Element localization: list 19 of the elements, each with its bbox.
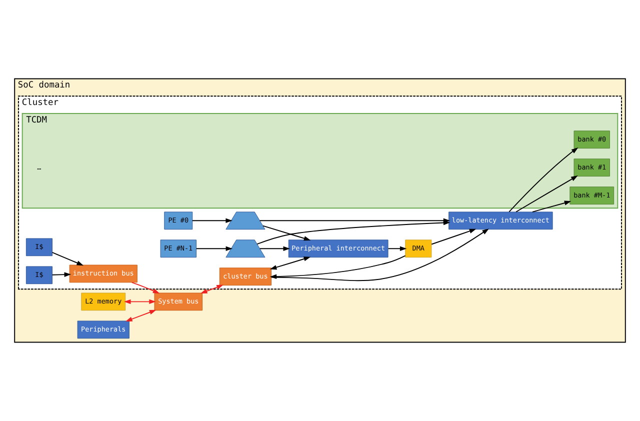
arrow [508,148,578,212]
arrow [192,218,232,223]
arrow [516,176,578,212]
arrow [388,246,407,251]
arrow [262,225,311,241]
arrow [52,252,84,266]
arrow [431,228,476,245]
arrow [532,200,572,212]
arrow [200,284,224,294]
arrow [256,220,450,245]
arrow [259,246,290,251]
arrow [52,272,72,277]
arrow [270,256,311,270]
arrow [196,246,233,251]
arrow [126,310,156,322]
arrow [131,282,160,294]
arrow [270,255,406,279]
arrow [124,299,156,304]
arrow [270,228,489,282]
